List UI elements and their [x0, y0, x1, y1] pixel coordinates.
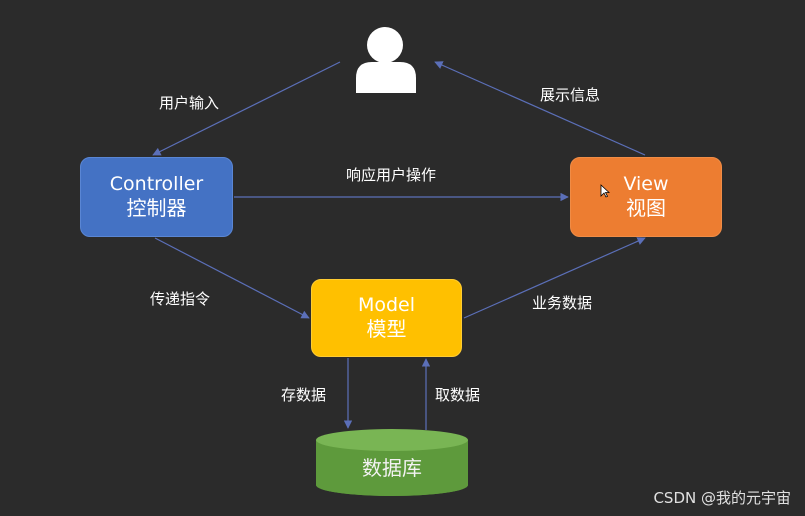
edge-label-respond-user-action: 响应用户操作: [346, 166, 437, 184]
edge-label-store-data: 存数据: [281, 386, 327, 404]
view-subtitle: 视图: [626, 196, 666, 221]
watermark: CSDN @我的元宇宙: [653, 489, 791, 507]
controller-subtitle: 控制器: [126, 196, 187, 221]
view-title: View: [623, 172, 669, 195]
edge-label-user-input: 用户输入: [159, 94, 220, 112]
edge-label-pass-command: 传递指令: [150, 290, 211, 308]
edge-label-show-info: 展示信息: [540, 86, 601, 104]
controller-title: Controller: [109, 172, 204, 195]
mouse-cursor-icon: [600, 184, 610, 198]
view-node: View 视图: [570, 157, 722, 237]
arrow-user-to-controller: [152, 61, 341, 156]
model-title: Model: [357, 293, 416, 316]
edge-label-business-data: 业务数据: [532, 294, 593, 312]
user-icon: [356, 27, 416, 93]
arrow-view-to-user: [434, 61, 646, 156]
controller-node: Controller 控制器: [80, 157, 233, 237]
database-label: 数据库: [362, 456, 422, 480]
database-cylinder: [316, 429, 468, 496]
arrow-controller-to-model: [154, 237, 310, 319]
model-node: Model 模型: [311, 279, 462, 357]
model-subtitle: 模型: [366, 317, 407, 342]
arrow-model-to-view: [463, 237, 646, 319]
edge-label-fetch-data: 取数据: [435, 386, 481, 404]
